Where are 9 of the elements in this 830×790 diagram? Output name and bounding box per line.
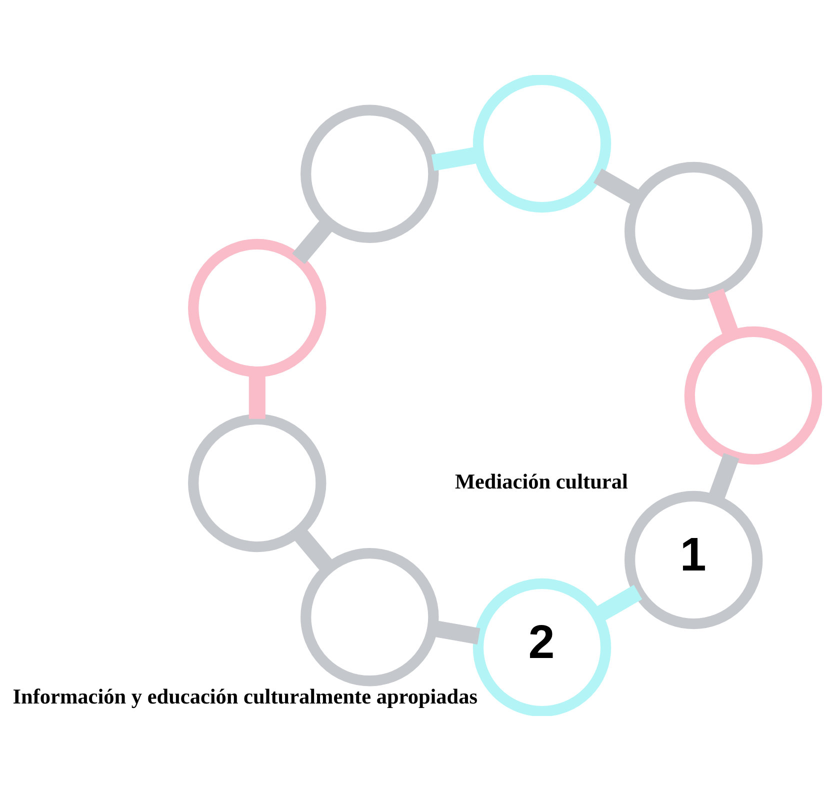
node-circle xyxy=(624,161,763,300)
node-circle xyxy=(684,326,822,464)
node-circle: 1 xyxy=(624,490,763,629)
node-circle xyxy=(300,547,439,686)
node-circle xyxy=(188,413,326,552)
node-label: Mediación cultural xyxy=(454,468,628,493)
node-circle xyxy=(188,238,326,377)
node-circle xyxy=(472,74,612,212)
node-circle xyxy=(300,104,439,243)
